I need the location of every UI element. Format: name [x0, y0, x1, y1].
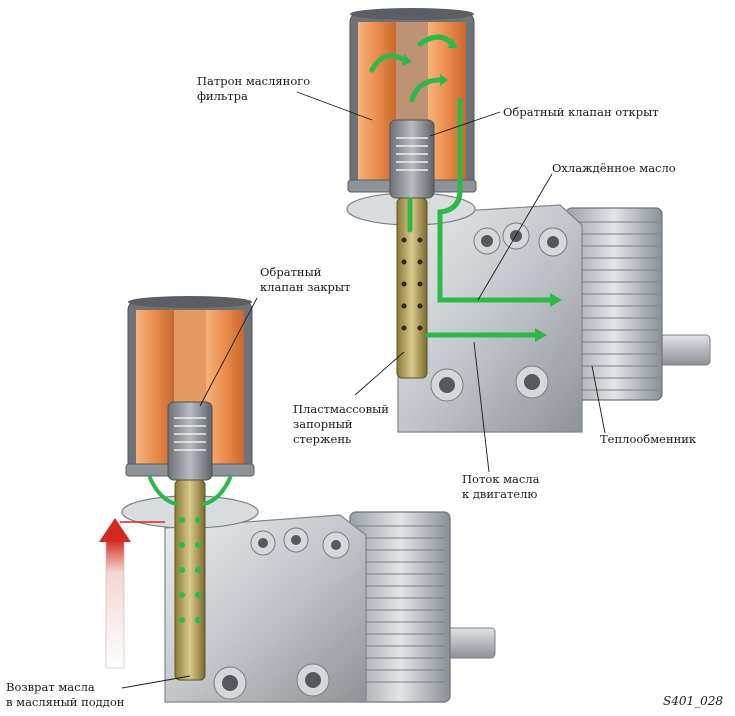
oil-return-arrow — [99, 518, 165, 669]
label-heat-exchanger: Теплообменник — [600, 432, 696, 447]
leader-plastic-rod — [354, 351, 405, 396]
label-heat-exchanger-text: Теплообменник — [600, 432, 697, 446]
lower-heat-exchanger — [349, 511, 451, 703]
leader-heat-exchanger — [591, 365, 606, 434]
label-plastic-rod-line-1: Пластмассовый — [293, 402, 389, 416]
label-filter-cartridge: Патрон масляного фильтра — [197, 74, 310, 104]
upper-oil-flow-arrows — [369, 34, 553, 338]
upper-mounting-bolts — [430, 222, 568, 402]
label-filter-cartridge-line-1: Патрон масляного — [197, 74, 311, 88]
label-cooled-oil: Охлаждённое масло — [552, 161, 676, 176]
label-oil-flow-line-1: Поток масла — [462, 472, 540, 486]
lower-mounting-bolts — [213, 527, 350, 700]
lower-oil-flow-arrows — [148, 476, 232, 506]
label-oil-return: Возврат масла в масляный поддон — [6, 680, 124, 710]
figure-reference: S401_028 — [662, 694, 723, 708]
label-oil-return-line-2: в масляный поддон — [6, 695, 125, 709]
leader-oil-return — [121, 675, 191, 689]
leader-check-valve-open — [429, 111, 501, 137]
label-plastic-rod-line-3: стержень — [293, 432, 352, 446]
label-oil-flow-to-engine: Поток масла к двигателю — [462, 472, 540, 502]
label-check-valve-closed: Обратный клапан закрыт — [260, 265, 350, 295]
leader-filter-cartridge — [296, 91, 373, 121]
leader-cooled-oil — [477, 173, 553, 301]
leader-check-valve-closed — [199, 297, 258, 407]
leader-oil-flow — [473, 341, 490, 473]
label-check-valve-open: Обратный клапан открыт — [503, 105, 659, 120]
label-oil-flow-line-2: к двигателю — [462, 487, 538, 501]
label-plastic-rod-line-2: запорный — [293, 417, 353, 431]
label-oil-return-line-1: Возврат масла — [6, 680, 95, 694]
lower-check-valve-closed — [167, 401, 213, 481]
upper-assembly — [346, 8, 711, 433]
leader-lines — [121, 91, 606, 689]
upper-check-valve-open — [389, 119, 435, 199]
label-filter-cartridge-line-2: фильтра — [197, 89, 248, 103]
upper-flow-arrowheads — [402, 38, 562, 342]
upper-heat-exchanger — [565, 207, 663, 401]
lower-plastic-locking-rod — [174, 479, 206, 681]
label-plastic-rod: Пластмассовый запорный стержень — [293, 402, 389, 447]
upper-plastic-locking-rod — [396, 197, 428, 379]
label-cooled-oil-text: Охлаждённое масло — [552, 161, 676, 175]
label-check-valve-closed-line-1: Обратный — [260, 265, 322, 279]
label-check-valve-open-text: Обратный клапан открыт — [503, 105, 659, 119]
label-check-valve-closed-line-2: клапан закрыт — [260, 280, 351, 294]
lower-assembly — [99, 296, 496, 703]
lower-oil-filter-housing — [164, 514, 367, 703]
